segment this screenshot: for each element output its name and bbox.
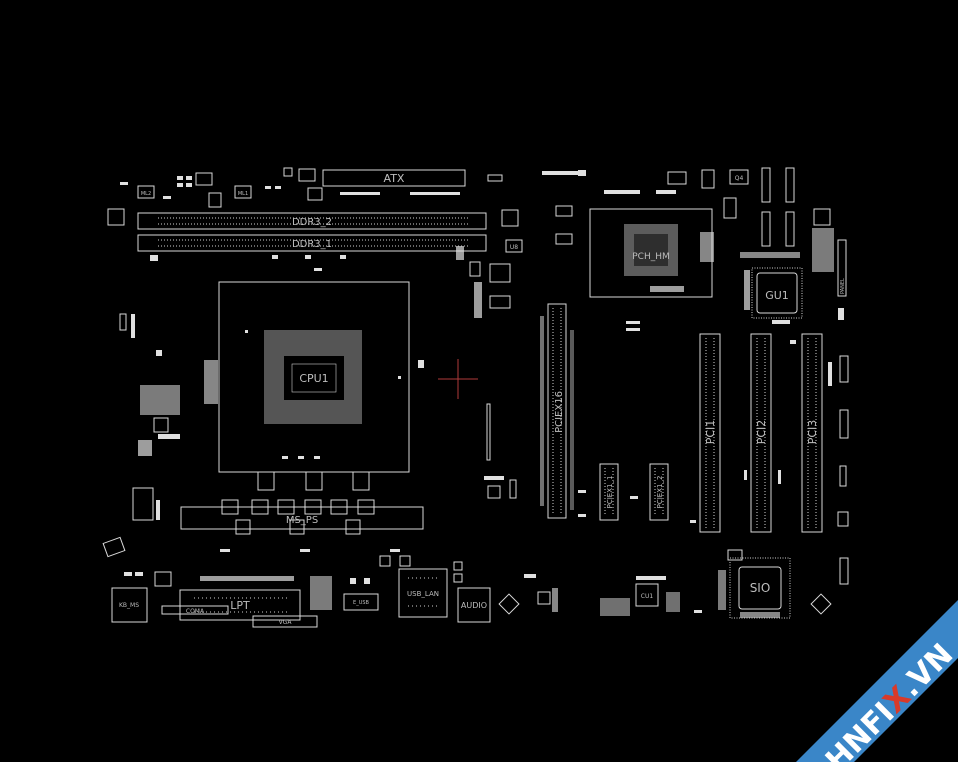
center-small-parts [456,205,640,499]
pci2-slot[interactable]: PCI2 [750,333,772,533]
vga-label: VGA [279,619,293,626]
lpt-label: LPT [230,599,250,612]
usb-lan-port[interactable]: USB_LAN [379,555,463,618]
sio-chip[interactable]: SIO [718,549,849,619]
pci3-slot[interactable]: PCI3 [801,333,823,533]
svg-text:HNFIX.VN: HNFIX.VN [819,637,958,762]
ddr3-2-label: DDR3_2 [292,217,332,228]
pciex1-2-label: PCIEX1_2 [656,476,664,509]
ddr3-1-label: DDR3_1 [292,239,332,250]
pci1-label: PCI1 [704,420,717,445]
cu1-chip[interactable]: CU1 [600,576,702,616]
pciex16-label: PCIEX16 [554,391,565,433]
sio-label: SIO [750,581,771,595]
pci3-label: PCI3 [806,420,819,445]
e-usb-label: E_USB [353,600,369,606]
pch-top-right-parts: Q4 PANEL [667,167,847,297]
pch-label: PCH_HM [632,252,670,262]
watermark-band [796,600,958,762]
e-usb-header[interactable]: E_USB [310,576,379,611]
cu1-label: CU1 [641,593,654,600]
q4-label: Q4 [735,175,744,182]
cpu-socket[interactable]: CPU1 [218,281,410,491]
vga-port[interactable]: VGA [252,615,318,628]
gu1-chip[interactable]: GU1 [744,267,803,324]
panel-label: PANEL [840,278,846,294]
pci2-label: PCI2 [755,420,768,445]
audio-port[interactable]: AUDIO [457,574,558,623]
gu1-label: GU1 [765,289,789,302]
ddr3-slot-1[interactable]: DDR3_1 [137,234,487,252]
top-small-parts: ML2 ML1 [107,167,831,227]
ml2-label: ML2 [141,191,151,197]
pciex1-1-slot[interactable]: PCIEX1_1 [599,463,619,521]
pciex16-slot[interactable]: PCIEX16 [540,303,574,519]
com-label: COMA [186,608,205,615]
lpt-port[interactable]: LPT [179,576,301,621]
left-side-parts [102,313,424,558]
ddr-small-parts: U8 [150,239,523,271]
atx-connector[interactable]: ATX [322,169,466,187]
pciex1-1-label: PCIEX1_1 [606,476,614,509]
pciex1-2-slot[interactable]: PCIEX1_2 [649,463,669,521]
pch-chip[interactable]: PCH_HM [589,190,714,298]
pci1-slot[interactable]: PCI1 [699,333,721,533]
slot-side-parts [578,308,849,527]
usb-lan-label: USB_LAN [407,590,439,598]
com-port[interactable]: COMA [161,605,229,615]
ml1-label: ML1 [238,191,248,197]
kb-ms-label: KB_MS [119,602,139,609]
watermark: HNFIX.VN [778,582,958,762]
cpu-label: CPU1 [299,372,328,385]
atx-label: ATX [384,172,405,185]
ddr3-slot-2[interactable]: DDR3_2 [137,212,487,230]
u8-label: U8 [510,244,518,251]
ms-ps-label: MS_PS [286,515,318,526]
ms-ps-header[interactable]: MS_PS [180,499,424,552]
audio-label: AUDIO [461,601,487,610]
cursor-crosshair [438,359,478,399]
kb-ms-port[interactable]: KB_MS [111,571,172,623]
